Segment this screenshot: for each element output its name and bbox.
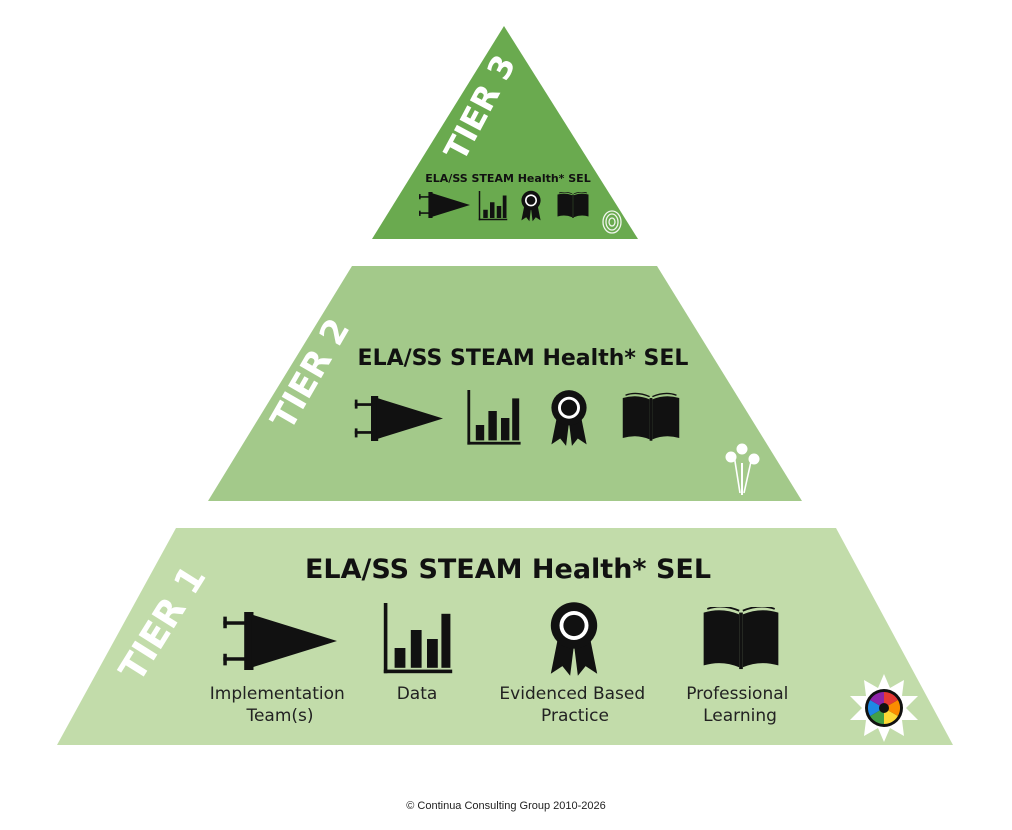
color-wheel-icon	[850, 674, 918, 742]
caption-professional-learning: Professional Learning	[686, 684, 794, 726]
tier-3-triangle	[372, 26, 638, 239]
caption-implementation: Implementation Team(s)	[210, 684, 350, 726]
caption-evidenced-based-practice: Evidenced Based Practice	[499, 684, 650, 726]
tier-3-open-book-icon	[557, 192, 589, 219]
tier-3-subjects: ELA/SS STEAM Health* SEL	[425, 172, 590, 185]
tier-1-open-book-icon	[702, 607, 780, 670]
flowers-icon	[725, 443, 760, 495]
caption-data: Data	[397, 684, 438, 704]
fingerprint-icon	[602, 210, 622, 234]
tier-1-subjects: ELA/SS STEAM Health* SEL	[305, 554, 711, 585]
tier-2-trapezoid	[208, 266, 802, 501]
copyright-notice: © Continua Consulting Group 2010-2026	[406, 800, 606, 812]
tier-1-trapezoid	[57, 528, 953, 745]
tier-2-open-book-icon	[622, 392, 680, 442]
tier-2-subjects: ELA/SS STEAM Health* SEL	[358, 346, 689, 371]
